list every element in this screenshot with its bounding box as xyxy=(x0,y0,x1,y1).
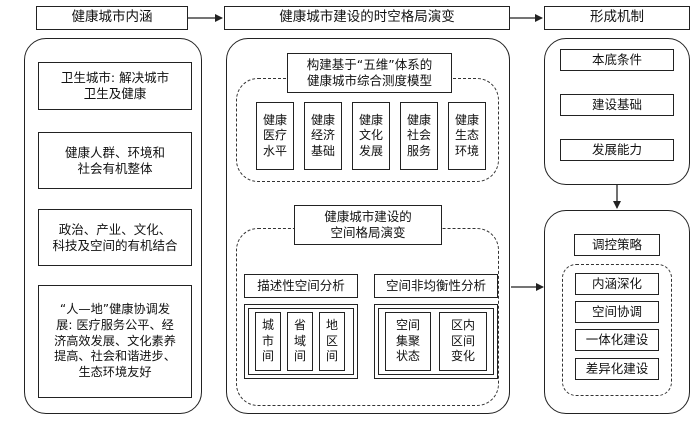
imbalance-analysis-box: 空间非均衡性分析 xyxy=(374,274,498,298)
scale-box-region: 地 区 间 xyxy=(319,312,345,371)
scale-label: 城 市 间 xyxy=(261,318,274,364)
dimension-label: 健康 医疗 水平 xyxy=(262,112,287,158)
strategy-box-deepen: 内涵深化 xyxy=(575,273,659,295)
model-title-box: 构建基于“五维”体系的 健康城市综合测度模型 xyxy=(287,53,452,93)
scale-box-city: 城 市 间 xyxy=(255,312,281,371)
connotation-stage-3: 政治、产业、文化、 科技及空间的有机结合 xyxy=(38,209,192,266)
strategy-label: 一体化建设 xyxy=(585,332,649,347)
pattern-title-box: 健康城市建设的 空间格局演变 xyxy=(294,205,442,245)
scale-label: 地 区 间 xyxy=(325,318,338,364)
strategy-label: 差异化建设 xyxy=(585,361,649,376)
dimension-box-culture: 健康 文化 发展 xyxy=(352,102,390,170)
header-mechanism-label: 形成机制 xyxy=(590,9,644,26)
connotation-stage-1: 卫生城市: 解决城市 卫生及健康 xyxy=(38,62,192,110)
scale-box-province: 省 域 间 xyxy=(287,312,313,371)
connotation-stage-4: “人—地”健康协调发 展: 医疗服务公平、经 济高效发展、文化素养 提高、社会和… xyxy=(38,285,192,398)
imbalance-item-label: 空间 集聚 状态 xyxy=(395,318,420,364)
strategy-box-coordination: 空间协调 xyxy=(575,301,659,323)
strategy-title: 调控策略 xyxy=(591,237,642,252)
dimension-box-social: 健康 社会 服务 xyxy=(400,102,438,170)
strategy-title-box: 调控策略 xyxy=(574,234,660,256)
factor-label: 本底条件 xyxy=(591,52,642,67)
imbalance-item-label: 区内 区间 变化 xyxy=(450,318,475,364)
connotation-stage-3-text: 政治、产业、文化、 科技及空间的有机结合 xyxy=(52,221,178,253)
dimension-box-medical: 健康 医疗 水平 xyxy=(256,102,294,170)
descriptive-analysis-box: 描述性空间分析 xyxy=(244,274,358,298)
strategy-dashed-group xyxy=(562,264,672,396)
connotation-stage-2: 健康人群、环境和 社会有机整体 xyxy=(38,132,192,189)
imbalance-analysis-label: 空间非均衡性分析 xyxy=(385,278,486,293)
factor-box-capacity: 发展能力 xyxy=(560,139,674,161)
factor-box-background: 本底条件 xyxy=(560,49,674,71)
connotation-stage-1-text: 卫生城市: 解决城市 卫生及健康 xyxy=(60,70,170,101)
strategy-label: 空间协调 xyxy=(591,304,642,319)
header-evolution-label: 健康城市建设的时空格局演变 xyxy=(279,9,455,26)
strategy-label: 内涵深化 xyxy=(591,276,642,291)
dimension-label: 健康 生态 环境 xyxy=(454,112,479,158)
header-connotation-label: 健康城市内涵 xyxy=(71,9,153,26)
factor-label: 建设基础 xyxy=(591,97,642,112)
connotation-stage-2-text: 健康人群、环境和 社会有机整体 xyxy=(64,144,165,176)
header-evolution: 健康城市建设的时空格局演变 xyxy=(224,6,510,30)
factor-label: 发展能力 xyxy=(591,142,642,157)
imbalance-box-agglomeration: 空间 集聚 状态 xyxy=(385,312,431,371)
strategy-box-integration: 一体化建设 xyxy=(575,329,659,351)
model-title: 构建基于“五维”体系的 健康城市综合测度模型 xyxy=(306,57,433,88)
strategy-box-differentiation: 差异化建设 xyxy=(575,358,659,380)
pattern-title: 健康城市建设的 空间格局演变 xyxy=(324,209,412,240)
scale-label: 省 域 间 xyxy=(293,318,306,364)
dimension-label: 健康 文化 发展 xyxy=(358,112,383,158)
dimension-box-economy: 健康 经济 基础 xyxy=(304,102,342,170)
dimension-label: 健康 经济 基础 xyxy=(310,112,335,158)
header-mechanism: 形成机制 xyxy=(544,6,690,30)
factor-box-foundation: 建设基础 xyxy=(560,94,674,116)
dimension-box-ecology: 健康 生态 环境 xyxy=(448,102,486,170)
dimension-label: 健康 社会 服务 xyxy=(406,112,431,158)
connotation-stage-4-text: “人—地”健康协调发 展: 医疗服务公平、经 济高效发展、文化素养 提高、社会和… xyxy=(54,302,176,379)
descriptive-analysis-label: 描述性空间分析 xyxy=(257,278,345,293)
header-connotation: 健康城市内涵 xyxy=(36,6,188,30)
imbalance-box-variation: 区内 区间 变化 xyxy=(439,312,487,371)
